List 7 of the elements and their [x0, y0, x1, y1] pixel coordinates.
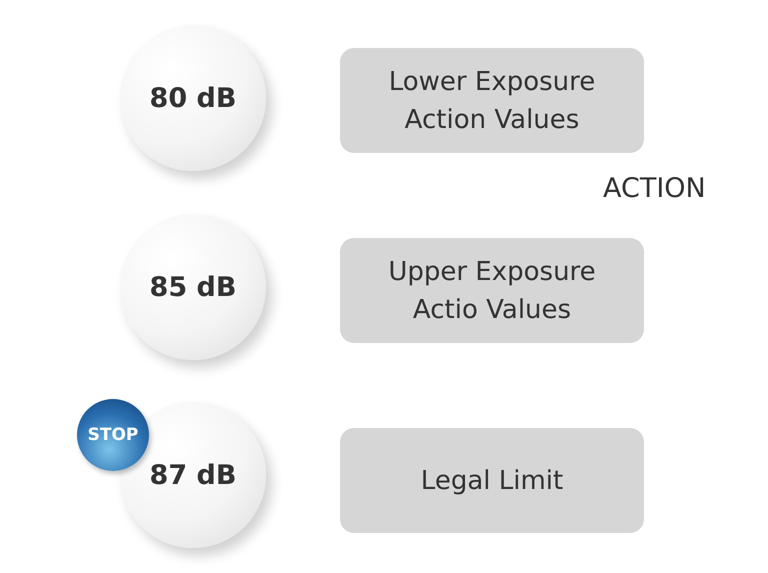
stop-badge: STOP [77, 399, 149, 471]
level-box: Upper Exposure Actio Values [340, 238, 644, 343]
side-label: ACTION [603, 173, 706, 204]
value-circle: 80 dB [120, 25, 266, 171]
level-box: Legal Limit [340, 428, 644, 533]
level-box: Lower Exposure Action Values [340, 48, 644, 153]
value-circle: 85 dB [120, 214, 266, 360]
